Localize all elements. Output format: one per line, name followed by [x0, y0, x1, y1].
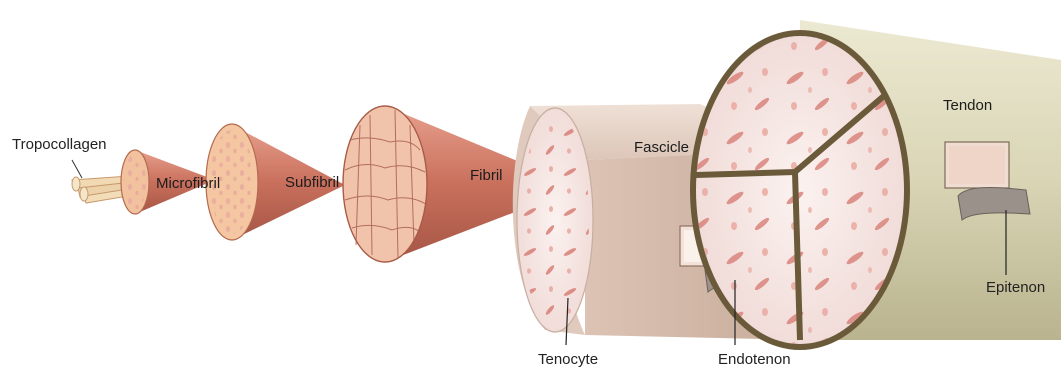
label-tropocollagen: Tropocollagen [12, 136, 107, 153]
label-fibril: Fibril [470, 167, 503, 184]
label-tenocyte: Tenocyte [538, 351, 598, 368]
label-tendon: Tendon [943, 97, 992, 114]
label-fascicle: Fascicle [634, 139, 689, 156]
label-microfibril: Microfibril [156, 175, 220, 192]
label-subfibril: Subfibril [285, 174, 339, 191]
tendon-structure [690, 20, 1061, 350]
label-endotenon: Endotenon [718, 351, 791, 368]
label-epitenon: Epitenon [986, 279, 1045, 296]
